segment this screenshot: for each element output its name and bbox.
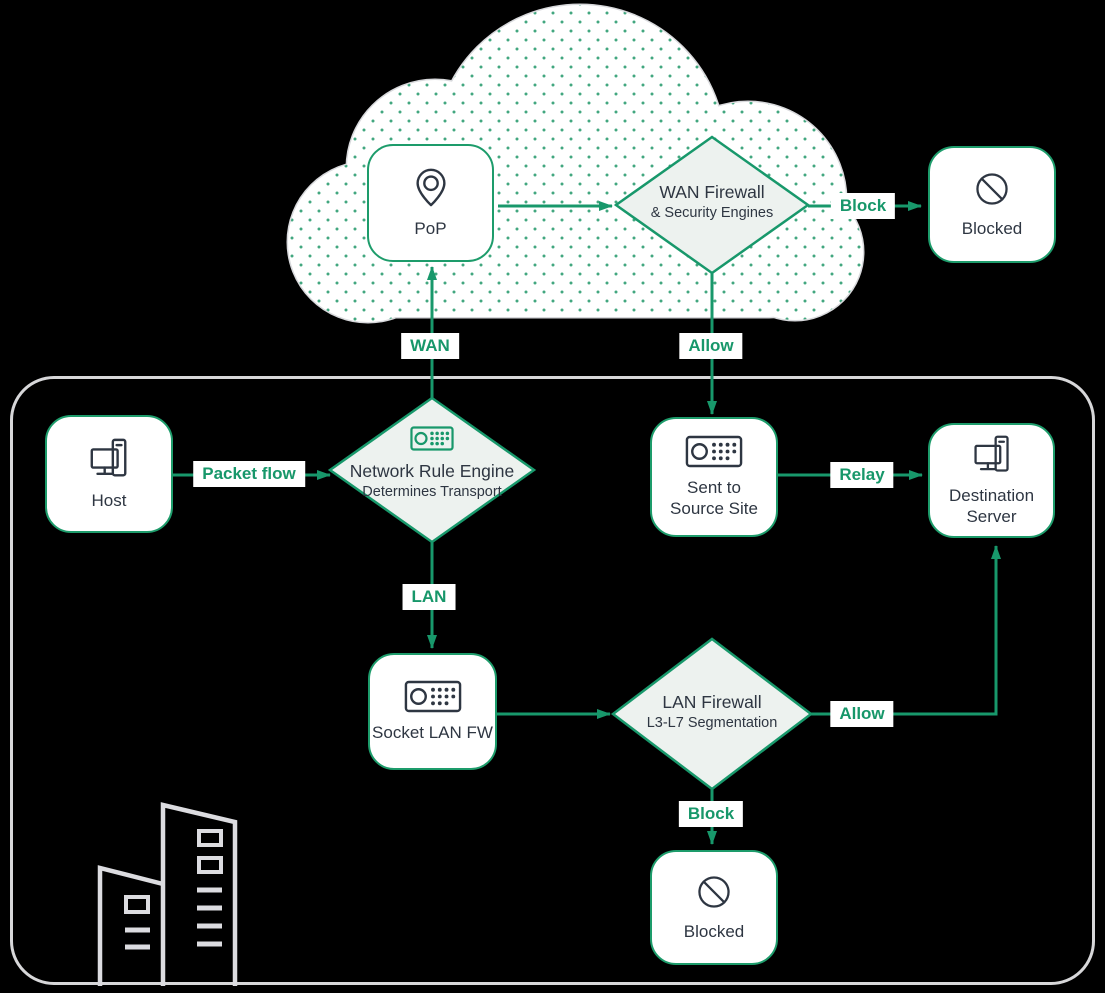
blocked-top-node: Blocked — [928, 146, 1056, 263]
relay-label: Relay — [830, 462, 894, 488]
blocked-bottom-node: Blocked — [650, 850, 778, 965]
node-label-line2: Server — [966, 507, 1017, 526]
diamond-title: Network Rule Engine — [349, 461, 515, 481]
node-label: PoP — [414, 218, 447, 238]
buildings-icon — [97, 802, 238, 986]
pop-node: PoP — [367, 144, 494, 262]
lan-firewall-diamond-text: LAN Firewall L3-L7 Segmentation — [610, 692, 814, 731]
allow-top-label: Allow — [679, 333, 743, 359]
node-label: Socket LAN FW — [372, 722, 493, 742]
allow-bottom-label: Allow — [830, 701, 894, 727]
diamond-subtitle: & Security Engines — [650, 205, 774, 221]
socket-appliance-icon — [404, 680, 462, 713]
desktop-computer-icon — [970, 434, 1014, 476]
packet-flow-label: Packet flow — [193, 461, 305, 487]
desktop-computer-icon — [86, 437, 132, 481]
no-entry-icon — [972, 169, 1012, 209]
network-rule-engine-diamond-text: Network Rule Engine Determines Transport — [330, 426, 534, 500]
site-container — [10, 376, 1095, 985]
node-label: Sent to Source Site — [670, 477, 758, 520]
block-top-label: Block — [830, 193, 896, 219]
no-entry-icon — [694, 872, 734, 912]
lan-label: LAN — [402, 584, 456, 610]
diamond-title: LAN Firewall — [662, 692, 762, 712]
network-rule-engine-diamond — [327, 396, 537, 544]
block-bottom-label: Block — [678, 801, 744, 827]
wan-firewall-diamond-text: WAN Firewall & Security Engines — [610, 182, 814, 221]
node-label-line1: Sent to — [687, 477, 741, 497]
socket-lan-fw-node: Socket LAN FW — [368, 653, 497, 770]
sent-to-source-node: Sent to Source Site — [650, 417, 778, 537]
node-label-line1: Destination — [948, 485, 1035, 505]
location-pin-icon — [410, 167, 452, 209]
node-label: Host — [91, 490, 127, 510]
node-label-line2: Source Site — [670, 499, 758, 518]
node-label: Blocked — [683, 922, 745, 942]
host-node: Host — [45, 415, 173, 533]
node-label: Blocked — [961, 219, 1023, 239]
arrow-allow-to-destination — [811, 545, 1001, 716]
diamond-title: WAN Firewall — [659, 182, 765, 202]
diamond-subtitle: Determines Transport — [362, 484, 502, 500]
wan-label: WAN — [401, 333, 459, 359]
socket-appliance-icon — [685, 435, 743, 468]
socket-appliance-icon-green — [410, 426, 454, 456]
diamond-subtitle: L3-L7 Segmentation — [646, 715, 778, 731]
